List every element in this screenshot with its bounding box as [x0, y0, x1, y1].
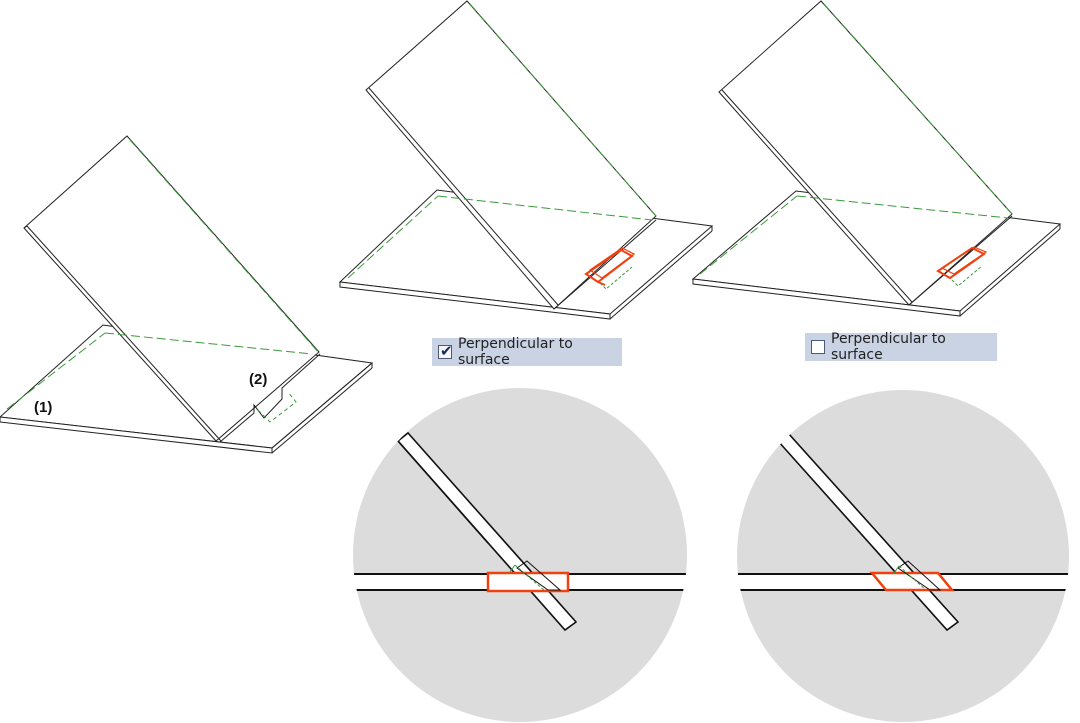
hidden-edges — [347, 3, 657, 279]
inclined-flange — [23, 135, 320, 442]
model-right — [691, 0, 1062, 317]
notch-hidden — [257, 391, 297, 423]
checkbox-unchecked-icon[interactable] — [811, 340, 825, 354]
perpendicular-option-unchecked[interactable]: Perpendicular to surface — [805, 331, 997, 363]
perpendicular-label-unchecked: Perpendicular to surface — [831, 331, 946, 363]
hidden-edges — [699, 3, 1013, 275]
notch-cut — [219, 353, 321, 443]
perpendicular-option-checked[interactable]: ✔ Perpendicular to surface — [432, 336, 622, 368]
detail-view-not-perpendicular — [737, 390, 1069, 722]
feature-highlight — [936, 246, 988, 280]
model-middle — [338, 0, 714, 320]
inclined-flange — [365, 0, 657, 310]
feature-highlight — [584, 247, 636, 286]
model-left: (1) (2) — [0, 135, 374, 454]
callout-label-2: (2) — [249, 371, 267, 388]
callout-label-1: (1) — [34, 399, 52, 416]
perpendicular-label-checked: Perpendicular to surface — [458, 336, 573, 368]
hidden-edges — [6, 139, 321, 410]
detail-view-perpendicular — [353, 388, 687, 722]
checkbox-checked-icon[interactable]: ✔ — [438, 342, 453, 360]
checkmark-icon: ✔ — [440, 342, 453, 360]
